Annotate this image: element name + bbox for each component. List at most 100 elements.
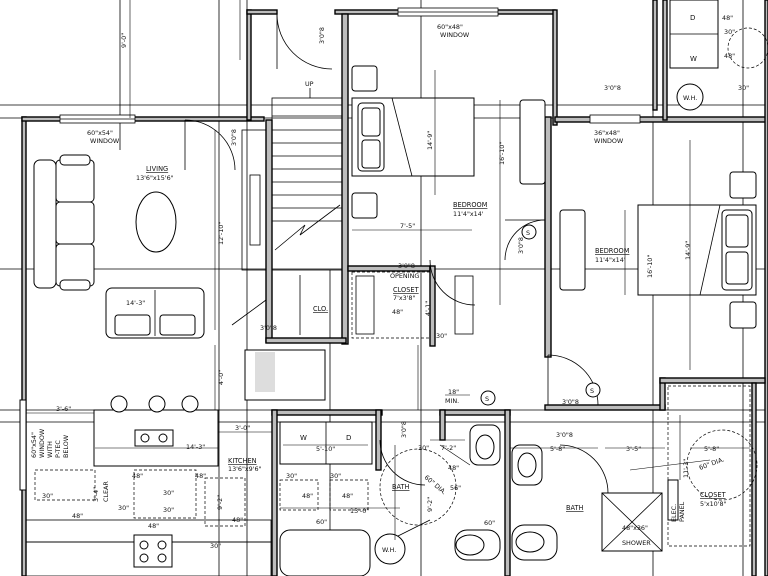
kitchen-30-a: 30" [42,492,53,500]
exterior-walls [19,0,768,576]
bedroom-2-dim-v: 16'-10" [646,255,654,278]
bedroom-1-window-label: WINDOW [440,31,470,39]
closet-1-name: CLOSET [393,286,420,294]
kitchen-48-e: 48" [72,512,83,520]
laundry-fixtures [279,421,406,576]
bedroom-2-furniture [559,171,757,329]
kitchen-size: 13'6"x9'6" [228,465,262,473]
living-window-label: WINDOW [90,137,120,145]
living-sofa-dim: 14'-3" [126,299,145,307]
kitchen-ptac: P-TEC [54,440,62,458]
bedroom-1-name: BEDROOM [453,201,488,209]
bath-1-dim-92: 9'-2" [426,497,434,512]
door-size-7: 3'0"8 [556,431,573,439]
door-size-8: 3'0"8 [604,84,621,92]
door-swings [184,13,609,541]
bedroom-2-window-label: WINDOW [594,137,624,145]
kitchen-name: KITCHEN [228,457,257,465]
door-size-6: 3'0"8 [400,421,408,438]
top-right-48b: 48" [724,52,735,60]
bedroom-1-furniture [351,65,546,219]
bedroom-1-window-size: 60"x48" [437,23,463,31]
kitchen-counter-dim: 14'-3" [186,443,205,451]
top-right-48: 48" [722,14,733,22]
kitchen-30-c: 30" [118,504,129,512]
washer-label: W [300,434,307,442]
kitchen-window-label: WINDOW [38,428,46,458]
laundry-48-b: 48" [342,492,353,500]
kitchen-48-b: 48" [195,472,206,480]
bedroom-1-size: 11'4"x14' [453,210,484,218]
bath-1-fixtures [379,424,501,561]
laundry-dim: 5'-10" [316,445,335,453]
closet-1 [299,271,474,339]
bath-2-dia: 60" DIA. [698,455,725,471]
kitchen-dim-a: 3'-6" [56,405,71,413]
stairs-up-label: UP [305,80,314,88]
bath-2-name: BATH [566,504,584,512]
top-right-30b: 30" [738,84,749,92]
top-right-dryer: D [690,14,695,22]
bath-2-dim-a: 5'-8" [550,445,565,453]
top-right-30: 30" [724,28,735,36]
bath-1-30: 30" [418,444,429,452]
bath-2-dim-v: 11'-3" [682,459,690,478]
dryer-label: D [346,434,351,442]
bedroom-1-dim-v2: 16'-10" [498,142,506,165]
kitchen-30-e: 30" [210,542,221,550]
kitchen-48-a: 48" [132,472,143,480]
bath-2-fixtures [511,429,758,561]
bath-1-dim: 7'-2" [441,444,456,452]
bath-1-48: 48" [448,464,459,472]
closet-1-opening: OPENING [390,272,419,280]
living-room-name: LIVING [146,165,168,173]
laundry-30-a: 30" [286,472,297,480]
door-size-3: 3'0"8 [260,324,277,332]
kitchen-window-note: WITH [46,441,54,458]
bath-2-shower: SHOWER [622,539,651,547]
kitchen-below: BELOW [62,434,70,458]
closet-2-name: CLOSET [700,491,727,499]
kitchen-fixtures [25,349,326,576]
windows [59,7,641,124]
bath-2-shower-size: 48"x36" [622,524,648,532]
bedroom-2-size: 11'4"x14' [595,256,626,264]
closet-1-dim-v: 4'-1" [424,301,432,316]
dimension-lines [26,0,750,540]
top-right-fixtures [669,0,768,111]
laundry-60: 60" [316,518,327,526]
left-dim: 9'-0" [120,33,128,48]
door-size-5: 3'0"8 [562,398,579,406]
bath-1-min: MIN. [445,397,459,405]
closet-2 [667,385,751,547]
elec-panel-a: ELEC. [670,504,678,522]
bedroom-2-dim-v2: 14'-9" [684,241,692,260]
top-right-wh: W.H. [683,94,697,102]
bath-1-60: 60" [484,519,495,527]
living-dim-vertical-2: 4'-0" [217,370,225,385]
closet-1-door-size: 3'0"8 [398,262,415,270]
kitchen-30-d: 30" [163,506,174,514]
laundry-width: 13'-0" [350,507,369,515]
bedroom-1-dim-v: 14'-9" [426,131,434,150]
laundry-wh: W.H. [382,546,396,554]
smoke-detectors [480,224,601,406]
closet-1-dim-h: 30" [436,332,447,340]
bath-1-dia: 60" DIA. [423,473,448,496]
kitchen-window-size: 60"x54" [30,432,38,458]
smoke-label-3: S [485,395,489,403]
bath-2-dim-c: 5'-8" [704,445,719,453]
kitchen-clear-label: CLEAR [102,481,110,502]
elec-panel-b: PANEL [678,501,686,522]
closet-1-depth: 48" [392,308,403,316]
bath-1-56: 56" [450,484,461,492]
kitchen-30-b: 30" [163,489,174,497]
clo-label: CLO. [313,305,328,313]
kitchen-dim-92: 9'-2" [216,495,224,510]
closet-2-size: 5'x10'8" [700,500,727,508]
door-size-4: 3'0"8 [517,237,525,254]
living-room-size: 13'6"x15'6" [136,174,174,182]
